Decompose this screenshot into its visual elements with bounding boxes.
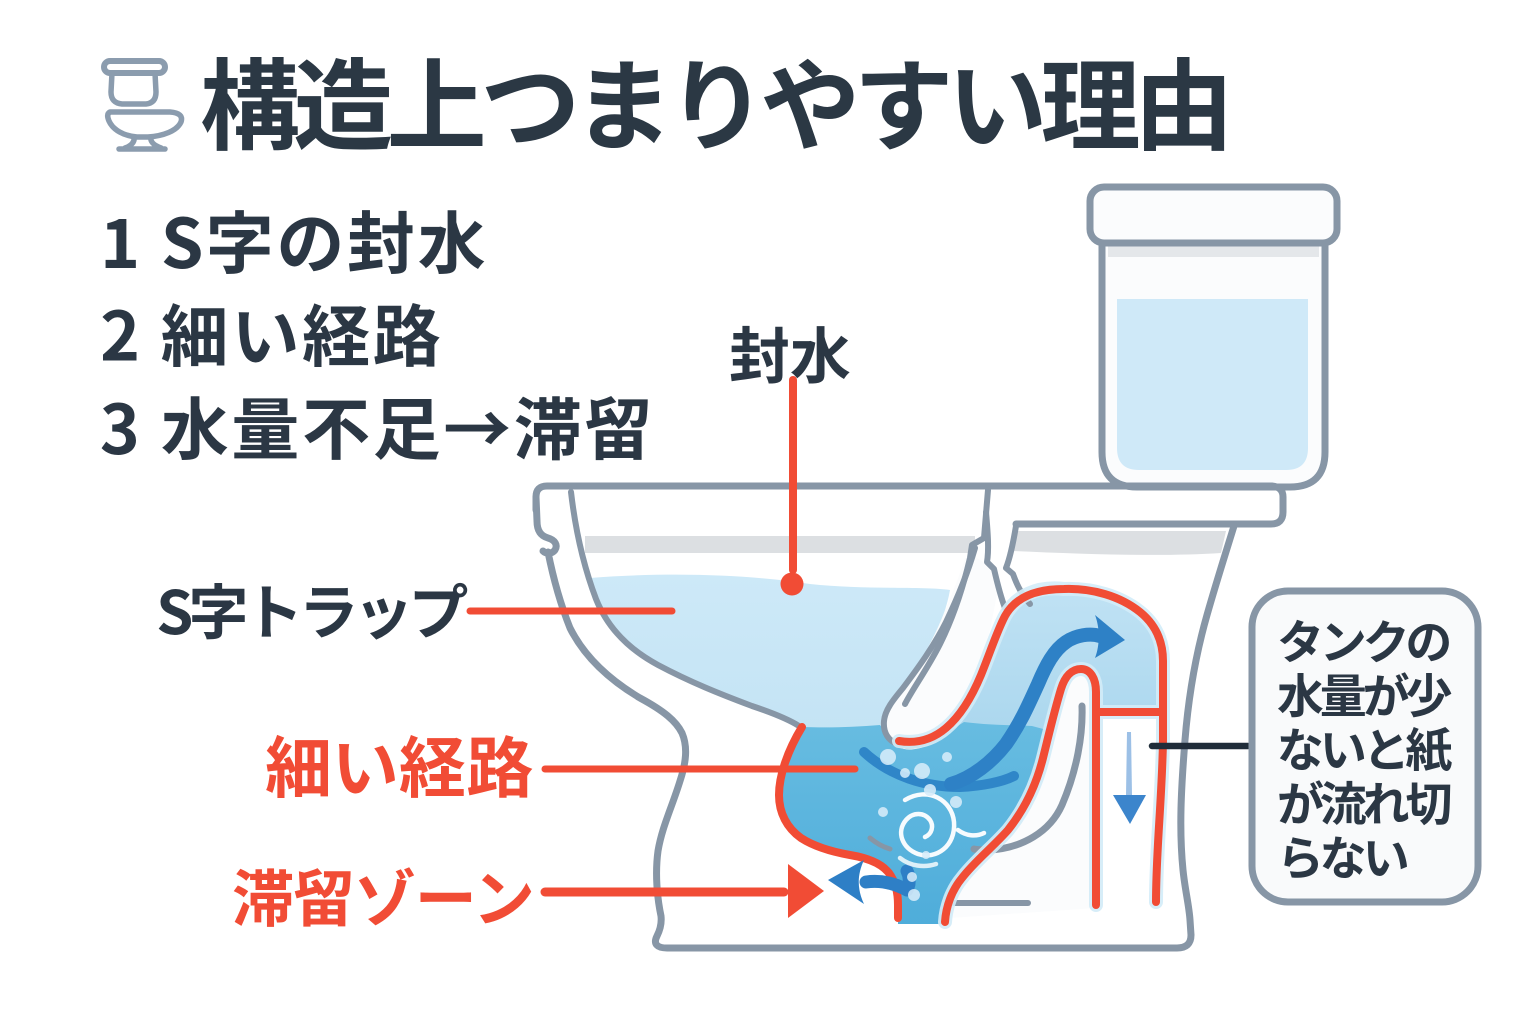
svg-text:S字トラップ: S字トラップ: [156, 565, 467, 652]
svg-text:構造上つまりやすい理由: 構造上つまりやすい理由: [200, 26, 1227, 171]
svg-text:封水: 封水: [729, 307, 851, 396]
svg-text:滞留ゾーン: 滞留ゾーン: [232, 849, 534, 939]
svg-text:水量が少: 水量が少: [1277, 658, 1452, 727]
svg-text:が流れ切: が流れ切: [1277, 766, 1451, 835]
svg-text:タンクの: タンクの: [1277, 604, 1449, 673]
svg-text:ないと紙: ないと紙: [1277, 712, 1452, 781]
svg-text:細い経路: 細い経路: [265, 715, 533, 812]
svg-text:1 S字の封水: 1 S字の封水: [100, 189, 488, 288]
svg-text:3 水量不足→滞留: 3 水量不足→滞留: [100, 375, 655, 474]
svg-text:らない: らない: [1277, 820, 1408, 889]
svg-text:2 細い経路: 2 細い経路: [100, 282, 443, 381]
